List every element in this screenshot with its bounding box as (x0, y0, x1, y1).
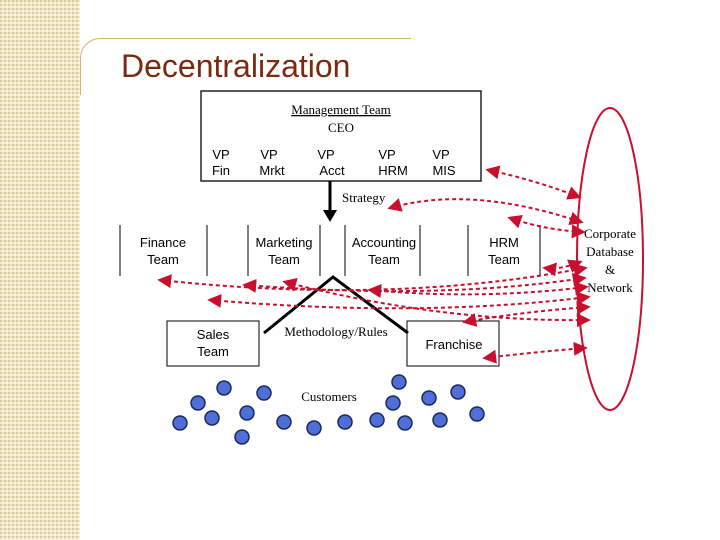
accounting-team-label-line2: Team (368, 252, 400, 267)
corporate-database-ellipse (576, 107, 644, 411)
vp-acct-label-line2: Acct (319, 163, 345, 178)
customer-circle-icon (385, 395, 401, 411)
sales-team-label-line2: Team (197, 344, 229, 359)
customer-circle-icon (256, 385, 272, 401)
customer-circle-icon (397, 415, 413, 431)
network-link-strategy (387, 198, 584, 226)
management-team-label: Management Team (291, 102, 391, 117)
marketing-team-label-line2: Team (268, 252, 300, 267)
arrow-down-icon (323, 210, 337, 222)
finance-team-label-line1: Finance (140, 235, 186, 250)
customer-circle-icon (421, 390, 437, 406)
customer-circle-icon (216, 380, 232, 396)
hrm-team-label-line2: Team (488, 252, 520, 267)
network-link-methodology (282, 278, 591, 328)
finance-team-label-line2: Team (147, 252, 179, 267)
vp-mrkt-label-line1: VP (260, 147, 277, 162)
vp-mrkt-label-line2: Mrkt (259, 163, 285, 178)
customer-circle-icon (369, 412, 385, 428)
franchise-label: Franchise (425, 337, 482, 352)
sales-team-label-line1: Sales (197, 327, 230, 342)
sidebar-texture (0, 0, 80, 540)
sales-team-box (166, 320, 260, 367)
network-link-upper (507, 215, 586, 239)
vp-fin-label-line2: Fin (212, 163, 230, 178)
customer-circle-icon (204, 410, 220, 426)
network-link-customers (482, 341, 588, 364)
customer-circle-icon (276, 414, 292, 430)
vp-mis-label-line1: VP (432, 147, 449, 162)
accounting-team-label-line1: Accounting (352, 235, 416, 250)
marketing-team-label-line1: Marketing (255, 235, 312, 250)
vp-fin-label-line1: VP (212, 147, 229, 162)
customer-circle-icon (432, 412, 448, 428)
vp-acct-label-line1: VP (317, 147, 334, 162)
vp-hrm-label-line1: VP (378, 147, 395, 162)
network-link-mis (485, 165, 582, 200)
customer-circle-icon (234, 429, 250, 445)
customer-circle-icon (239, 405, 255, 421)
network-link-finance (157, 263, 588, 292)
customer-circle-icon (306, 420, 322, 436)
customer-circle-icon (190, 395, 206, 411)
corporate-db-label-line1: Corporate (584, 226, 636, 241)
customer-circle-icon (450, 384, 466, 400)
customer-circle-icon (469, 406, 485, 422)
customer-circle-icon (172, 415, 188, 431)
vp-mis-label-line2: MIS (432, 163, 455, 178)
corporate-db-label-line2: Database (586, 244, 634, 259)
network-link-hrm (542, 259, 583, 277)
vp-hrm-label-line2: HRM (378, 163, 408, 178)
strategy-label: Strategy (342, 190, 386, 205)
management-team-box (200, 90, 482, 182)
hrm-team-label-line1: HRM (489, 235, 519, 250)
network-link-sales (207, 291, 591, 310)
methodology-label: Methodology/Rules (284, 324, 387, 339)
customer-circle-icon (391, 374, 407, 390)
corporate-db-label-line3: & (605, 262, 615, 277)
corporate-db-label-line4: Network (587, 280, 633, 295)
title-decoration-line (80, 38, 411, 95)
customers-label: Customers (301, 389, 357, 404)
ceo-label: CEO (328, 120, 354, 135)
customer-circle-icon (337, 414, 353, 430)
slide-title: Decentralization (121, 48, 351, 84)
